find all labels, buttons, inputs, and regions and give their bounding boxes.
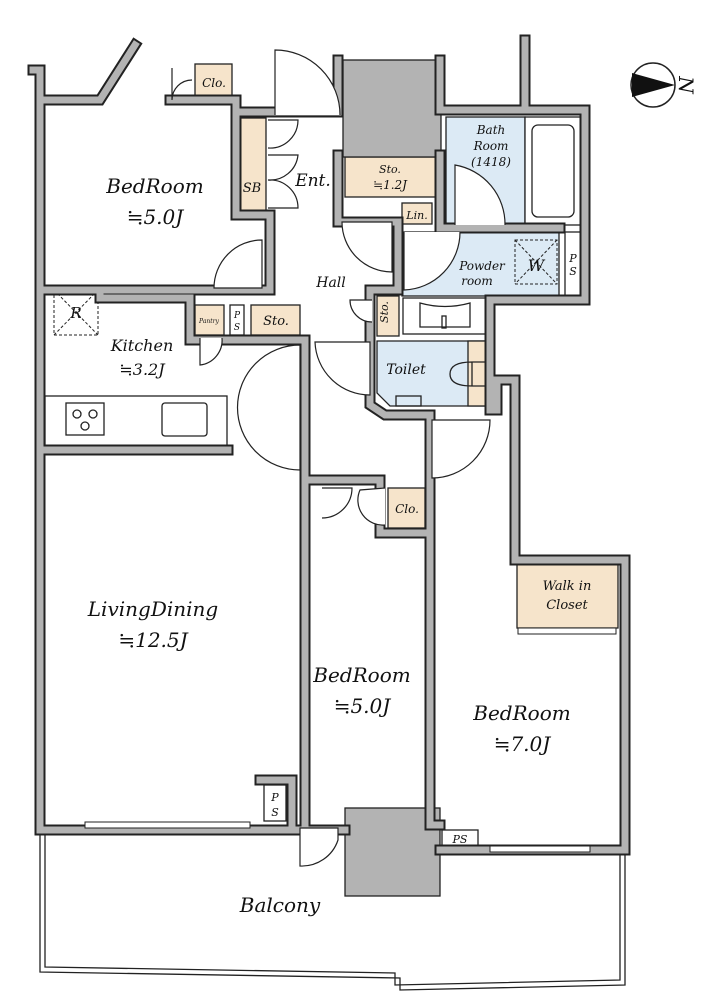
entrance-name: Ent.: [294, 171, 331, 191]
bath-line3: (1418): [471, 155, 511, 169]
ps-kitchen-l1: P: [233, 311, 241, 321]
bedroom3-name: BedRoom: [472, 701, 570, 725]
kitchen-counter: [44, 395, 228, 449]
storage-main-name: Sto.: [379, 163, 401, 176]
shoebox-name: SB: [243, 181, 261, 196]
column-top: [342, 59, 442, 158]
balcony-outline: [39, 830, 626, 991]
faucet-icon: [441, 315, 447, 329]
storage-kitchen: [250, 304, 301, 336]
windows: [84, 627, 617, 853]
closet-mid: [387, 487, 426, 529]
pantry-name: Pantry: [198, 318, 219, 325]
stove-icon: [65, 402, 105, 436]
storage-kitchen-name: Sto.: [263, 314, 289, 329]
powder-line1: Powder: [458, 259, 506, 273]
balcony-name: Balcony: [239, 893, 321, 917]
washer-label: W: [528, 256, 546, 275]
bedroom2-name: BedRoom: [312, 663, 410, 687]
fridge-label: R: [69, 304, 81, 322]
washer-icon: [514, 239, 558, 285]
closet-top-name: Clo.: [202, 76, 226, 90]
toilet-name: Toilet: [386, 362, 426, 378]
bedroom1-size: ≒5.0J: [127, 205, 185, 229]
living-name: LivingDining: [87, 597, 218, 621]
ps-powder-l2: S: [569, 265, 577, 278]
storage-hall-name: Sto.: [378, 301, 391, 323]
bedroom1-name: BedRoom: [105, 174, 203, 198]
compass-needle-icon: [632, 73, 675, 97]
compass-label: N: [674, 75, 698, 95]
powder-line2: room: [461, 274, 493, 288]
compass: N: [630, 62, 698, 108]
sink-icon: [161, 402, 208, 437]
ps-kitchen-l2: S: [234, 323, 240, 333]
bedroom3-size: ≒7.0J: [494, 732, 552, 756]
living-size: ≒12.5J: [118, 628, 188, 652]
kitchen-name: Kitchen: [110, 336, 174, 355]
doors: [171, 49, 506, 867]
closet-mid-name: Clo.: [395, 502, 419, 516]
linen-closet: [401, 202, 433, 225]
bathtub-icon: [531, 124, 575, 218]
bathtub-area: [524, 116, 582, 226]
bedroom2-size: ≒5.0J: [334, 694, 392, 718]
bath-line1: Bath: [476, 123, 506, 137]
bath-line2: Room: [473, 139, 509, 153]
walkin-line1: Walk in: [543, 579, 592, 594]
storage-main-size: ≒1.2J: [373, 178, 408, 192]
hall-name: Hall: [315, 275, 346, 291]
storage-main: [344, 156, 440, 198]
walk-in-closet: [516, 561, 619, 629]
storage-hall: [376, 295, 400, 337]
ps-powder-l1: P: [568, 252, 577, 265]
walkin-line2: Closet: [546, 598, 588, 613]
ps-bedroom3-name: PS: [452, 833, 468, 846]
ps-living-l2: S: [271, 806, 279, 819]
ps-living-l1: P: [270, 791, 279, 804]
linen-name: Lin.: [405, 209, 427, 222]
kitchen-size: ≒3.2J: [119, 360, 166, 379]
shoe-box: [237, 117, 267, 216]
